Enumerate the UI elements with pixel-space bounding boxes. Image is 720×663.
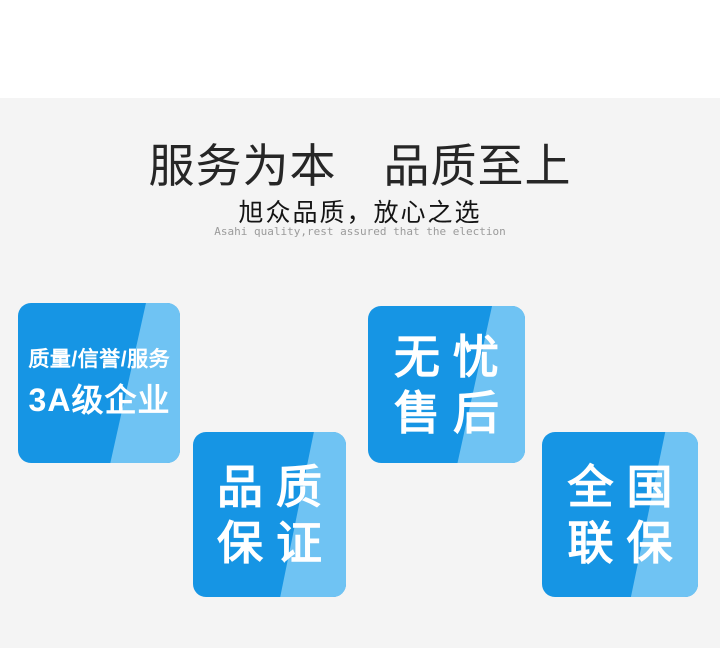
subtitle-english: Asahi quality,rest assured that the elec… (214, 225, 506, 238)
badge-quality-line2: 保证 (217, 516, 335, 569)
badge-aftersales-line1: 无忧 (394, 330, 512, 383)
badge-quality-line1: 品质 (217, 460, 335, 513)
subtitle: 旭众品质，放心之选 (238, 200, 482, 227)
badge-worry-free-aftersales: 无忧 售后 (368, 306, 525, 463)
badge-warranty-line1: 全国 (567, 460, 686, 513)
badge-3a-line1: 质量/信誉/服务 (28, 348, 171, 371)
badge-3a-line2: 3A级企业 (28, 382, 171, 418)
badge-nationwide-warranty: 全国 联保 (542, 432, 698, 597)
badge-warranty-line2: 联保 (567, 516, 686, 569)
page-title: 服务为本 品质至上 (148, 140, 572, 192)
badge-quality-guarantee: 品质 保证 (193, 432, 346, 597)
badge-aftersales-line2: 售后 (394, 386, 512, 439)
badge-3a-enterprise: 质量/信誉/服务 3A级企业 (18, 303, 180, 463)
